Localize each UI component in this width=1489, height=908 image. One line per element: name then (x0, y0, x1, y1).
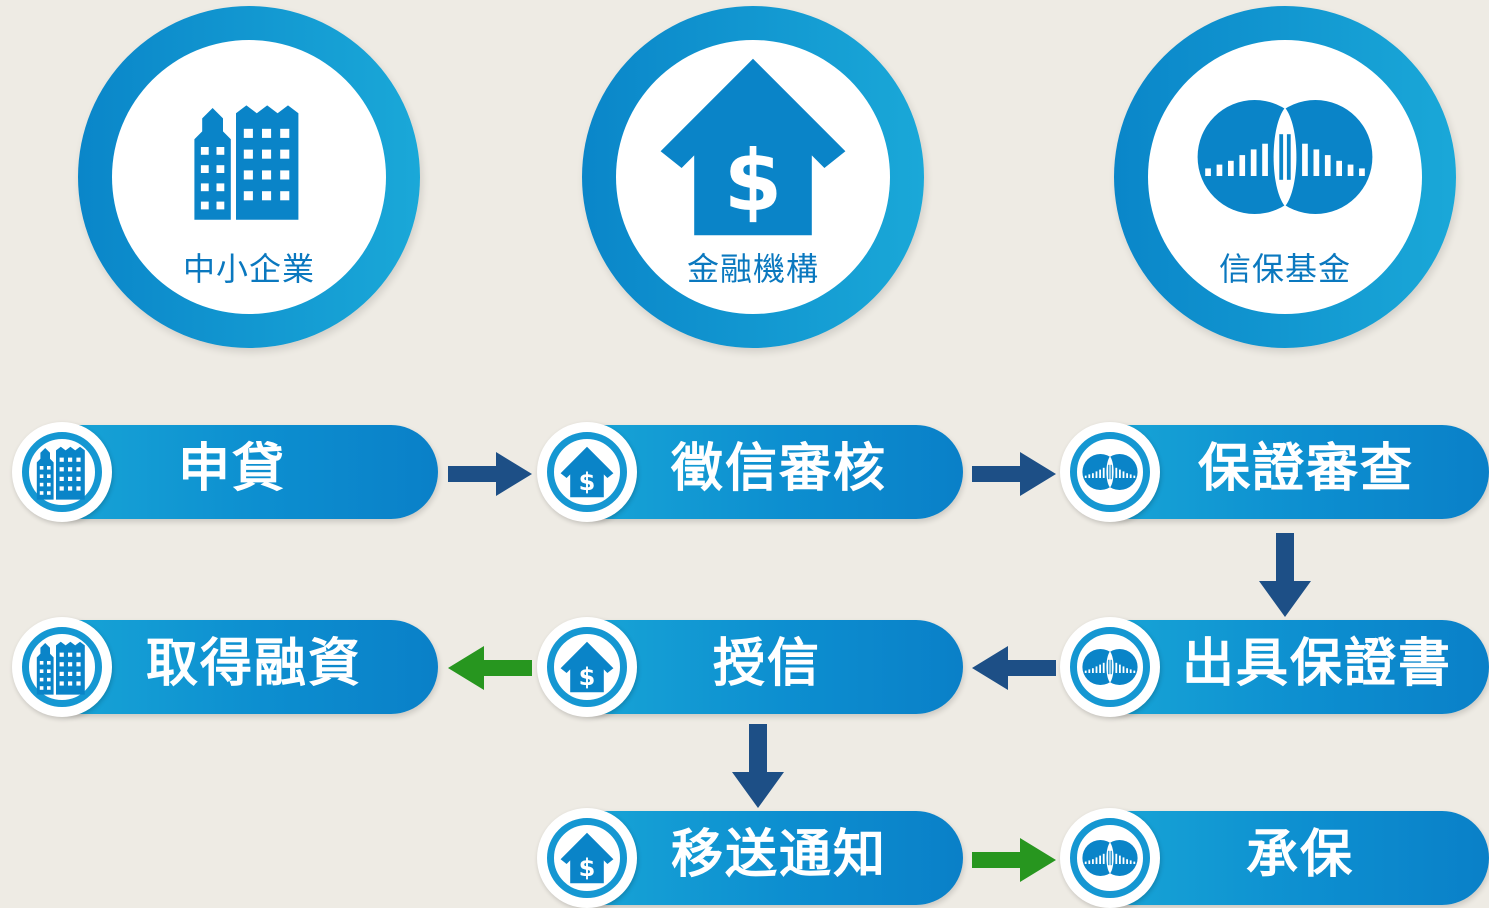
step-label-apply: 申貸 (178, 439, 287, 499)
arrow-down-icon (732, 724, 784, 808)
arrow-left-green-icon (448, 646, 532, 690)
globe-icon (1082, 454, 1138, 490)
actor-label-sme: 中小企業 (182, 250, 315, 288)
step-credit-grant: 授信 (537, 617, 963, 717)
step-label-issue-certificate: 出具保證書 (1182, 634, 1453, 694)
actor-bank: 金融機構 (582, 6, 924, 348)
actor-sme: 中小企業 (78, 6, 420, 348)
step-apply: 申貸 (12, 422, 438, 522)
arrow-down-icon (1259, 533, 1311, 617)
building-icon (36, 641, 85, 695)
house-dollar-icon (560, 832, 614, 884)
actor-label-bank: 金融機構 (686, 250, 819, 288)
house-dollar-icon (560, 641, 614, 693)
actor-label-fund: 信保基金 (1218, 250, 1351, 288)
step-issue-certificate: 出具保證書 (1060, 617, 1489, 717)
step-guarantee-review: 保證審查 (1060, 422, 1489, 522)
step-label-guarantee-review: 保證審查 (1198, 439, 1415, 499)
arrow-right-green-icon (972, 838, 1056, 882)
arrow-right-icon (972, 452, 1056, 496)
house-dollar-icon (560, 446, 614, 498)
arrow-right-icon (448, 452, 532, 496)
step-label-credit-grant: 授信 (713, 634, 822, 694)
step-transfer-notice: 移送通知 (537, 808, 963, 908)
step-underwrite: 承保 (1060, 808, 1489, 908)
step-label-transfer-notice: 移送通知 (671, 825, 888, 885)
building-icon (36, 446, 85, 500)
globe-icon (1082, 840, 1138, 876)
step-label-obtain-financing: 取得融資 (146, 634, 363, 694)
actor-fund: 信保基金 (1114, 6, 1456, 348)
globe-icon (1082, 649, 1138, 685)
step-obtain-financing: 取得融資 (12, 617, 438, 717)
step-credit-review: 徵信審核 (537, 422, 963, 522)
arrow-left-icon (972, 646, 1056, 690)
step-label-underwrite: 承保 (1246, 825, 1355, 885)
step-label-credit-review: 徵信審核 (671, 439, 888, 499)
